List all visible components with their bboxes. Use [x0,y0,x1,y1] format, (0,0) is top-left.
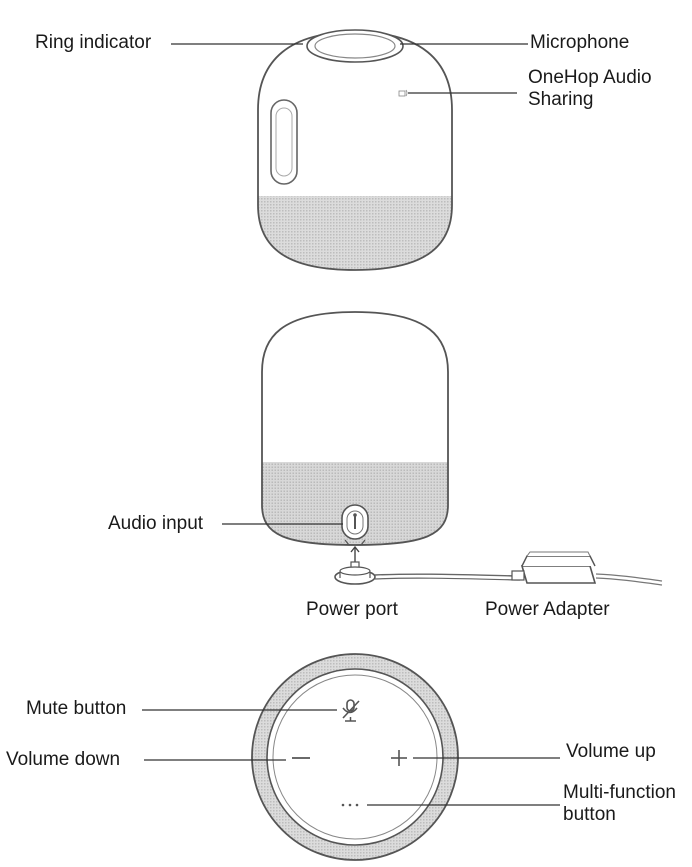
audio-input-port [341,504,369,540]
label-microphone: Microphone [530,32,630,53]
speaker-mesh-top [258,196,452,270]
label-mute-button: Mute button [26,698,127,719]
side-handle [270,99,298,185]
power-adapter [511,551,663,586]
speaker-back-view [261,311,449,546]
nfc-icon [398,89,408,97]
label-onehop-audio-sharing: OneHop Audio Sharing [528,67,678,111]
label-onehop-line1: OneHop Audio [528,67,652,88]
label-multi-function-button: Multi-function button [563,782,692,826]
label-multi-line2: button [563,804,616,825]
power-cable [334,545,663,586]
label-ring-indicator: Ring indicator [35,32,152,53]
label-volume-up: Volume up [566,741,656,762]
leader-lines [142,43,560,806]
label-onehop-line2: Sharing [528,89,594,110]
label-multi-line1: Multi-function [563,782,676,803]
speaker-top-controls [251,653,459,861]
label-power-adapter: Power Adapter [485,599,610,620]
speaker-front-view [257,29,453,271]
mute-icon [342,699,360,722]
multi-function-icon [341,803,359,807]
label-volume-down: Volume down [6,749,121,770]
label-power-port: Power port [306,599,398,620]
microphone-top [314,33,396,59]
label-audio-input: Audio input [108,513,204,534]
volume-up-icon [391,750,407,766]
